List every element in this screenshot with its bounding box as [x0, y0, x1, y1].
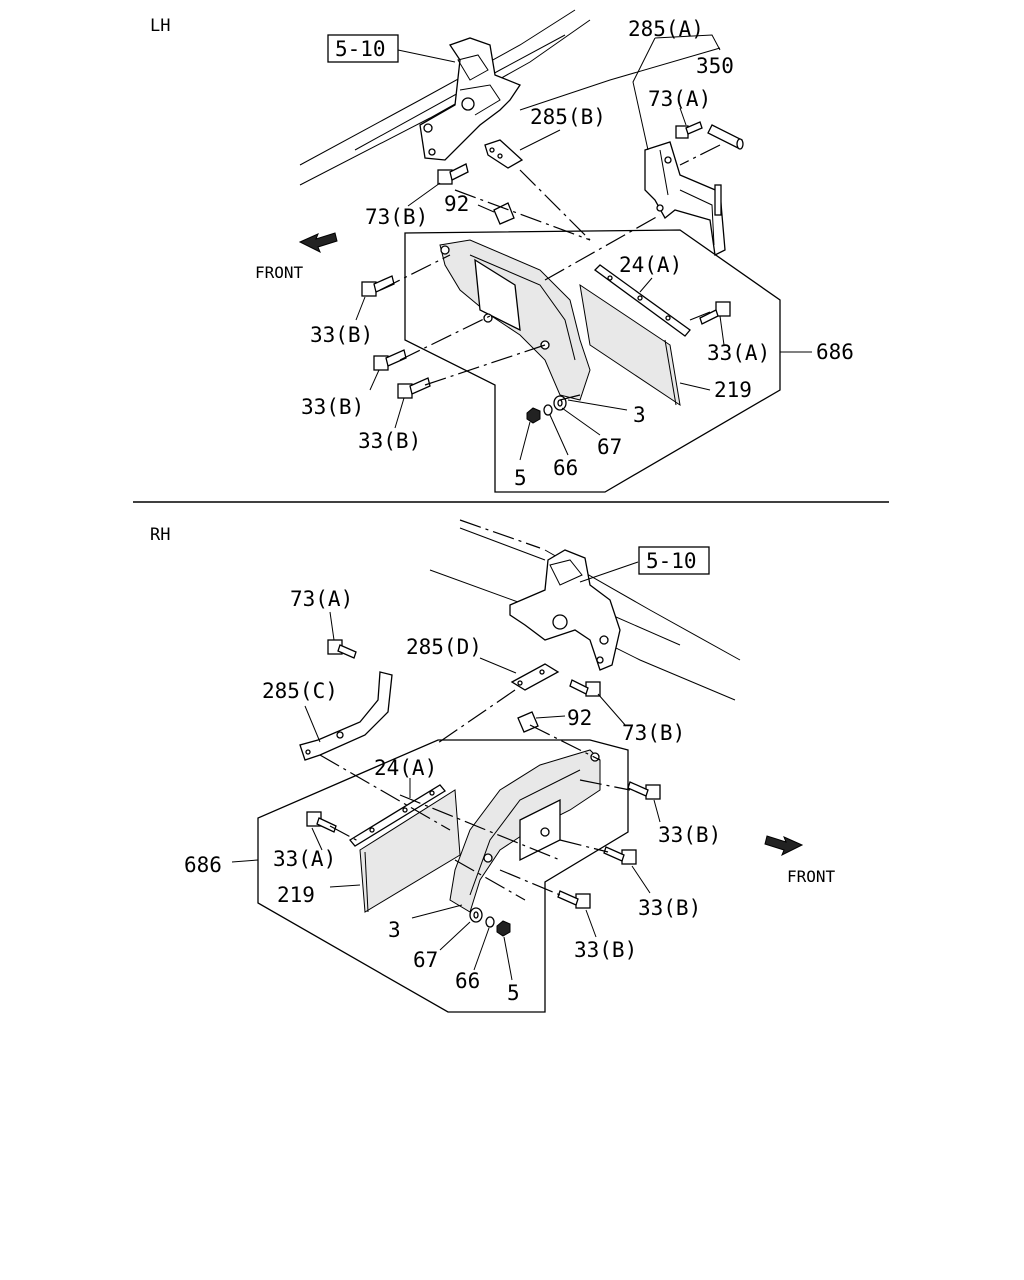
lh-leader-lines — [355, 34, 812, 461]
lh-label-24a: 24(A) — [619, 253, 682, 277]
lh-bracket-285b — [484, 139, 524, 169]
lh-label-73a: 73(A) — [648, 87, 711, 111]
rh-clip-92 — [517, 711, 539, 733]
rh-label-285c: 285(C) — [262, 679, 338, 703]
rh-label-3: 3 — [388, 918, 401, 942]
rh-stay-24a — [349, 784, 446, 847]
lh-label-5: 5 — [514, 466, 527, 490]
rh-label-33a: 33(A) — [273, 847, 336, 871]
rh-washer-67 — [469, 907, 483, 923]
lh-label-285a: 285(A) — [628, 17, 704, 41]
lh-label-219: 219 — [714, 378, 752, 402]
rh-label-66: 66 — [455, 969, 480, 993]
lh-ref-5-10-label: 5-10 — [335, 37, 386, 61]
rh-label-92: 92 — [567, 706, 592, 730]
rh-bolt-33a — [306, 811, 337, 833]
lh-washer-66 — [543, 404, 553, 416]
lh-label-67: 67 — [597, 435, 622, 459]
lh-label-73b: 73(B) — [365, 205, 428, 229]
rh-leader-lines — [231, 561, 661, 981]
lh-label-33b-lower: 33(B) — [358, 429, 421, 453]
rh-nut-5 — [496, 920, 511, 937]
lh-bolt-73b — [437, 163, 469, 185]
lh-section-title: LH — [150, 16, 170, 36]
lh-pin-350 — [707, 124, 744, 150]
rh-washer-66 — [485, 916, 495, 928]
rh-bolt-33b-lower — [557, 890, 591, 909]
lh-label-66: 66 — [553, 456, 578, 480]
rh-label-33b-middle: 33(B) — [638, 896, 701, 920]
rh-label-686: 686 — [184, 853, 222, 877]
rh-mudguard-bracket — [449, 749, 601, 913]
rh-section-title: RH — [150, 525, 170, 545]
lh-label-3: 3 — [633, 403, 646, 427]
rh-label-33b-upper: 33(B) — [658, 823, 721, 847]
rh-ref-box — [638, 546, 710, 575]
lh-bolt-33a — [699, 301, 731, 325]
lh-ref-box — [327, 34, 399, 63]
lh-washer-67 — [553, 395, 567, 411]
lh-label-686: 686 — [816, 340, 854, 364]
lh-bracket-285a — [644, 141, 726, 256]
rh-label-67: 67 — [413, 948, 438, 972]
lh-section: LH — [150, 9, 854, 493]
rh-bolt-33b-middle — [603, 846, 637, 865]
lh-bolt-73a — [675, 121, 703, 139]
rh-label-73a: 73(A) — [290, 587, 353, 611]
lh-flap-219 — [579, 283, 681, 407]
lh-clip-92 — [493, 202, 515, 225]
rh-bolt-73b — [569, 679, 601, 697]
rh-spring-hanger — [509, 549, 621, 671]
rh-guide-lines — [319, 689, 631, 901]
lh-stay-24a — [594, 264, 691, 337]
lh-bolt-33b-middle — [373, 349, 407, 371]
rh-label-73b: 73(B) — [622, 721, 685, 745]
rh-label-24a: 24(A) — [374, 756, 437, 780]
lh-label-33a: 33(A) — [707, 341, 770, 365]
rh-section: RH — [150, 519, 836, 1013]
rh-assembly-outline-686 — [257, 739, 629, 1013]
lh-bolt-33b-lower — [397, 377, 431, 399]
lh-front-label: FRONT — [255, 263, 304, 282]
lh-nut-5 — [526, 407, 541, 424]
rh-ref-5-10-label: 5-10 — [646, 549, 697, 573]
rh-front-arrow-icon — [764, 835, 804, 857]
lh-spring-hanger — [419, 37, 521, 161]
lh-label-92: 92 — [444, 192, 469, 216]
lh-label-33b-middle: 33(B) — [301, 395, 364, 419]
rh-label-5: 5 — [507, 981, 520, 1005]
lh-label-33b-upper: 33(B) — [310, 323, 373, 347]
lh-label-285b: 285(B) — [530, 105, 606, 129]
rh-bolt-73a — [327, 639, 357, 659]
lh-assembly-outline-686 — [404, 229, 781, 493]
rh-label-219: 219 — [277, 883, 315, 907]
rh-label-285d: 285(D) — [406, 635, 482, 659]
lh-guide-lines — [379, 144, 721, 401]
lh-front-arrow-icon — [298, 232, 338, 254]
rh-flap-219 — [359, 789, 461, 913]
rh-bolt-33b-upper — [627, 781, 661, 800]
rh-bracket-285d — [510, 663, 560, 691]
rh-bracket-285c — [299, 671, 393, 761]
lh-bolt-33b-upper — [361, 275, 395, 297]
lh-mudguard-bracket — [439, 239, 591, 401]
lh-label-350: 350 — [696, 54, 734, 78]
rh-label-33b-lower: 33(B) — [574, 938, 637, 962]
rh-front-label: FRONT — [787, 867, 836, 886]
